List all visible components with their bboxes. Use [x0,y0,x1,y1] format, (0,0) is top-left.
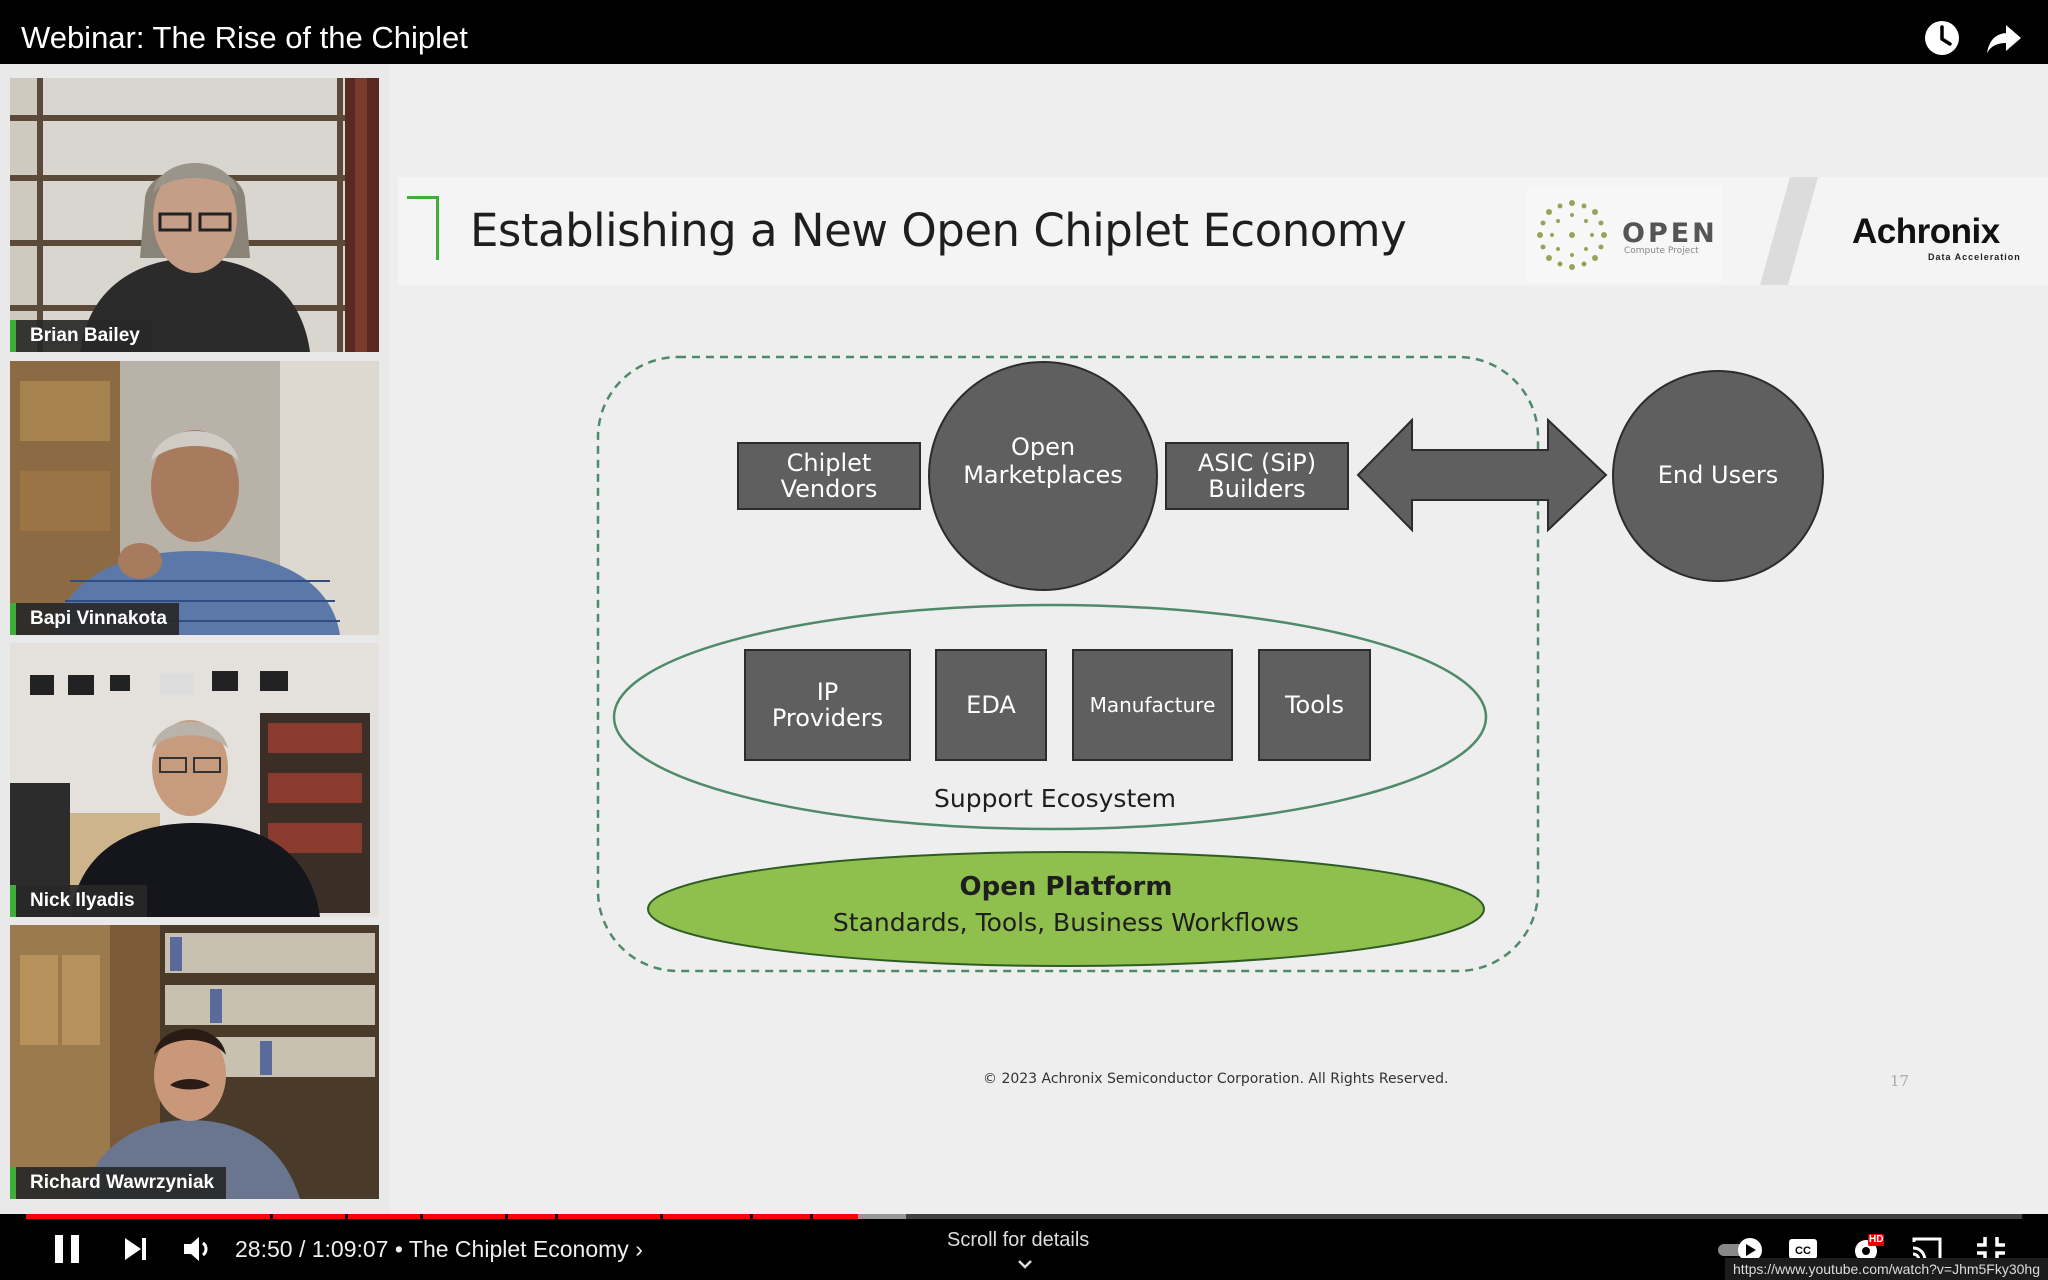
achronix-tagline: Data Acceleration [1928,252,2021,262]
video-frame[interactable]: Brian Bailey Bapi Vinnakota [0,64,2048,1214]
participant-name: Bapi Vinnakota [10,603,179,635]
participant-name: Nick Ilyadis [10,885,147,917]
share-icon[interactable] [1984,18,2024,58]
chapter-chevron-icon[interactable]: › [635,1236,643,1262]
chapter-marker [345,1214,348,1219]
ocp-logo [1527,187,1722,283]
participant-name: Richard Wawrzyniak [10,1167,227,1199]
participant-tile: Nick Ilyadis [10,643,379,917]
eda-box: EDA [935,649,1047,761]
slide-page-number: 17 [1890,1072,1910,1090]
chapter-marker [270,1214,273,1219]
asic-builders-box: ASIC (SiP)Builders [1165,442,1349,510]
top-bar: Webinar: The Rise of the Chiplet [0,0,2048,64]
chapter-marker [420,1214,423,1219]
participant-video [10,78,379,352]
presentation-slide: Establishing a New Open Chiplet Economy [390,64,2048,1214]
support-ecosystem-label: Support Ecosystem [934,784,1176,813]
progress-played [26,1214,858,1219]
manufacture-box: Manufacture [1072,649,1233,761]
accent-line [436,196,439,260]
tools-box: Tools [1258,649,1371,761]
time-display: 28:50 / 1:09:07 • The Chiplet Economy › [235,1236,643,1263]
end-users-circle: End Users [1612,370,1824,582]
participant-tile: Richard Wawrzyniak [10,925,379,1199]
ocp-logo-mark [1537,200,1607,270]
separator-dot: • [394,1236,403,1262]
participant-video [10,361,379,635]
participant-tile: Bapi Vinnakota [10,361,379,635]
scroll-hint[interactable]: Scroll for details [947,1229,1090,1269]
player-controls: 28:50 / 1:09:07 • The Chiplet Economy › … [0,1214,2048,1280]
chevron-down-icon [1018,1260,1032,1269]
ecosystem-diagram [596,355,1608,973]
participant-video [10,643,379,917]
watch-later-icon[interactable] [1922,18,1962,58]
support-ecosystem-ellipse [612,603,1488,831]
open-platform-title: Open Platform [959,872,1173,902]
next-icon[interactable] [122,1236,150,1262]
ocp-logo-text: OPEN [1622,218,1718,249]
slide-footer: © 2023 Achronix Semiconductor Corporatio… [983,1071,1449,1087]
chapter-marker [505,1214,508,1219]
video-title[interactable]: Webinar: The Rise of the Chiplet [21,20,468,55]
chapter-marker [660,1214,663,1219]
pause-icon[interactable] [52,1234,82,1264]
achronix-logo: Achronix [1852,212,2000,251]
participant-video [10,925,379,1199]
url-tooltip: https://www.youtube.com/watch?v=Jhm5Fky3… [1725,1258,2048,1280]
chapter-marker [810,1214,813,1219]
autoplay-toggle[interactable] [1716,1236,1768,1264]
progress-bar[interactable] [26,1214,2022,1219]
chapter-marker [555,1214,558,1219]
captions-icon[interactable]: CC [1788,1236,1818,1262]
header-divider [1760,177,1818,285]
ocp-logo-subtext: Compute Project [1624,246,1699,256]
settings-icon[interactable] [1852,1234,1884,1266]
accent-line [407,196,437,199]
participant-tile: Brian Bailey [10,78,379,352]
exit-fullscreen-icon[interactable] [1976,1236,2006,1262]
chapter-title[interactable]: The Chiplet Economy [408,1236,629,1262]
chapter-marker [750,1214,753,1219]
svg-text:CC: CC [1795,1245,1811,1257]
slide-title: Establishing a New Open Chiplet Economy [470,204,1407,257]
open-platform-subtitle: Standards, Tools, Business Workflows [832,908,1300,937]
bidirectional-arrow [1356,417,1608,533]
hd-badge: HD [1869,1234,1884,1245]
time-label: 28:50 / 1:09:07 [235,1236,389,1262]
volume-icon[interactable] [182,1234,214,1264]
participant-name: Brian Bailey [10,320,152,352]
open-platform-ellipse [647,851,1485,967]
scroll-hint-label: Scroll for details [947,1229,1090,1251]
